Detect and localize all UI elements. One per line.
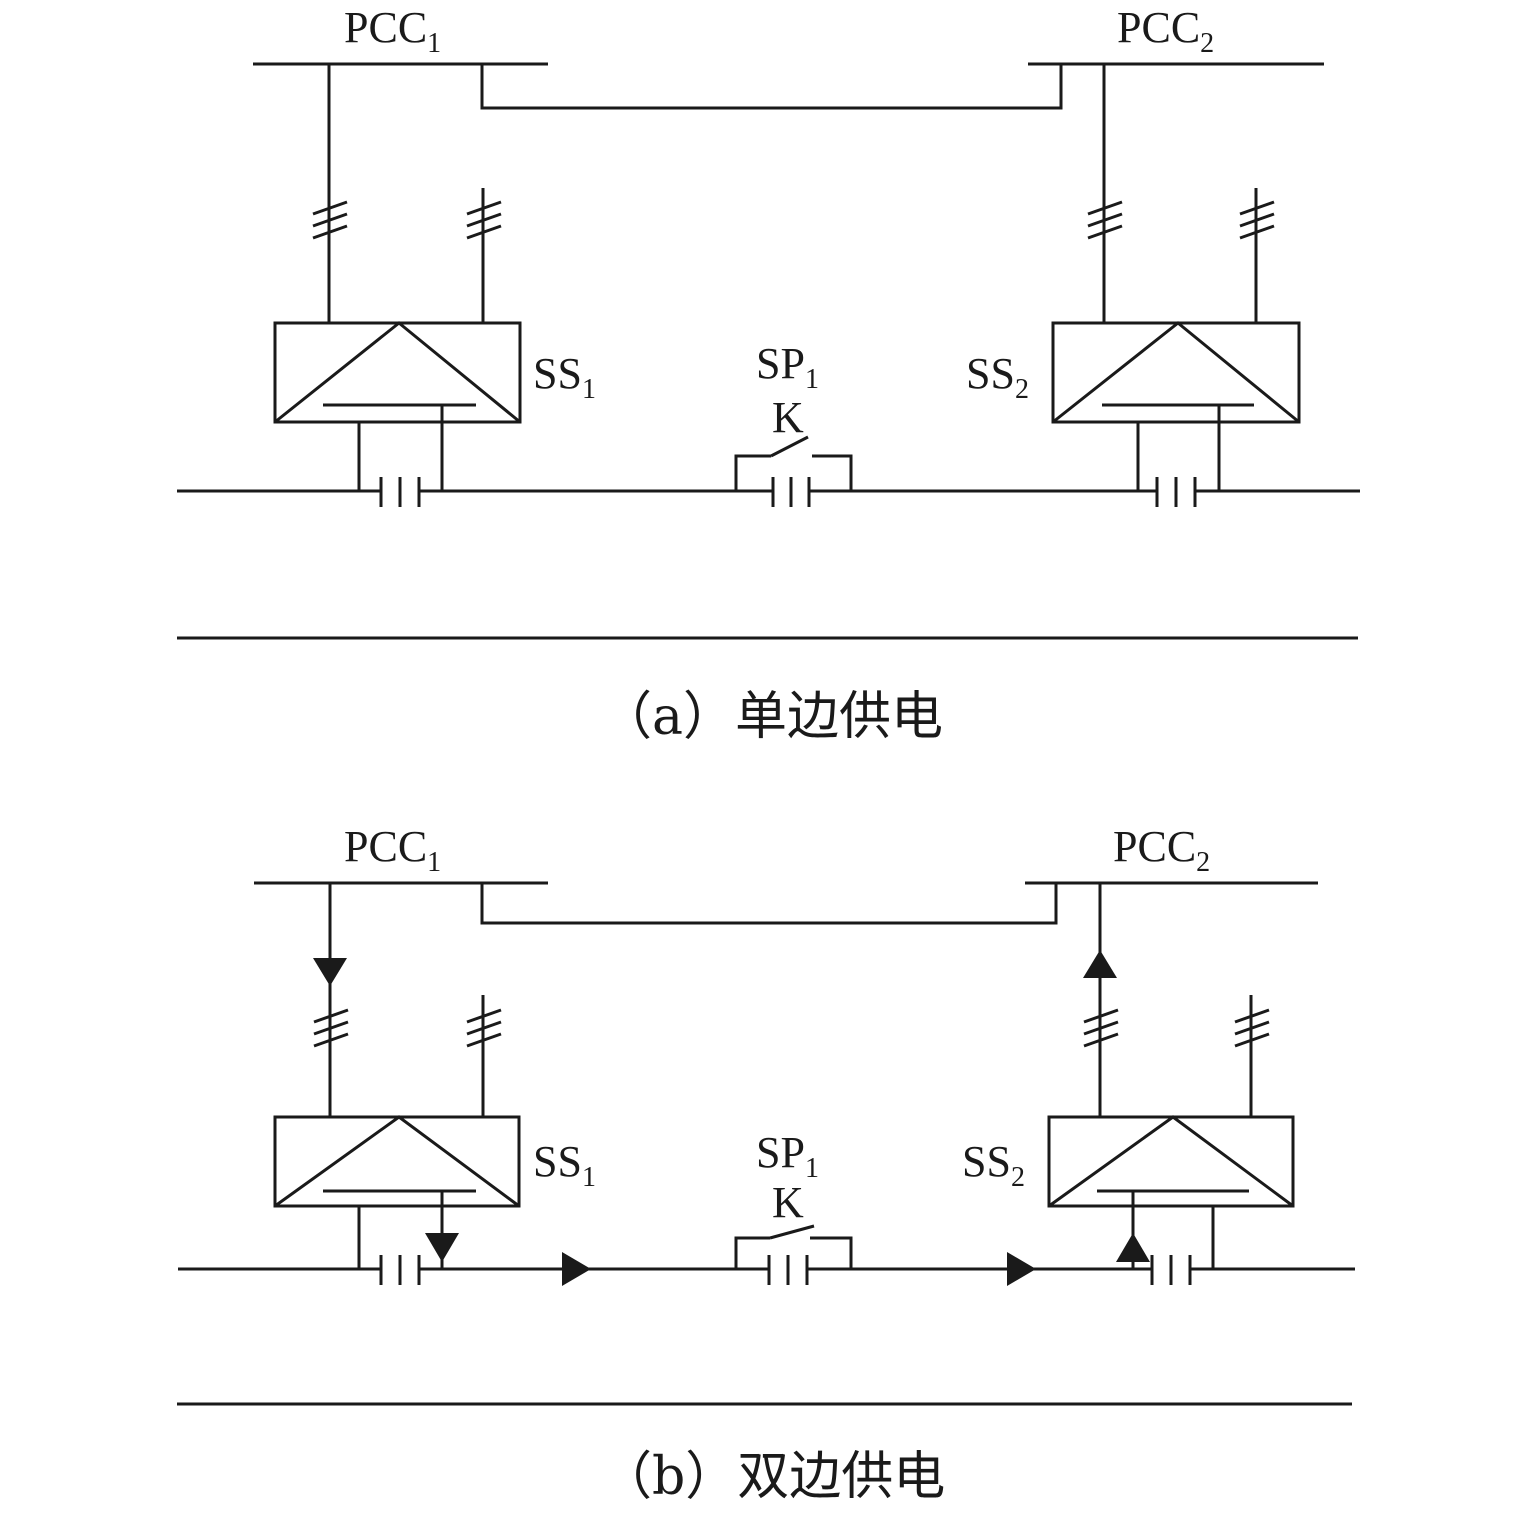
- caption-b: （b）双边供电: [600, 1447, 945, 1507]
- section-insulator-icon: [767, 1255, 809, 1285]
- ss2-transformer-icon: [1051, 321, 1301, 491]
- flow-arrow-up-icon: [1116, 1233, 1150, 1262]
- section-insulator-icon: [1155, 477, 1197, 507]
- three-phase-icon: [1087, 200, 1123, 240]
- pcc1-label: PCC1: [344, 3, 441, 59]
- section-insulator-icon: [1150, 1255, 1192, 1285]
- three-phase-icon: [1239, 200, 1275, 240]
- pcc2-label: PCC2: [1117, 3, 1214, 59]
- switch-k-icon: [734, 1224, 853, 1269]
- panel-b: PCC1 PCC2 SS1 SS2 SP1 K （b）双边供电: [177, 822, 1355, 1507]
- ss2-transformer-icon: [1047, 1115, 1295, 1269]
- three-phase-icon: [1234, 1008, 1270, 1048]
- flow-arrow-right-icon: [562, 1252, 591, 1286]
- three-phase-icon: [1083, 1008, 1119, 1048]
- switch-k-label: K: [772, 393, 804, 442]
- flow-arrow-up-icon: [1083, 950, 1117, 978]
- ss2-label: SS2: [966, 349, 1029, 405]
- sp1-label: SP1: [756, 1128, 819, 1184]
- panel-a: PCC1 PCC2 SS1 SS2 SP1 K （a）单边供电: [177, 3, 1360, 747]
- three-phase-icon: [466, 200, 502, 240]
- ss1-transformer-icon: [273, 321, 522, 491]
- flow-arrow-right-icon: [1007, 1252, 1036, 1286]
- ss1-transformer-icon: [273, 1115, 521, 1269]
- flow-arrow-down-icon: [425, 1233, 459, 1262]
- flow-arrow-down-icon: [313, 958, 347, 986]
- pcc-tie-line: [480, 883, 1058, 925]
- section-insulator-icon: [771, 477, 811, 507]
- pcc-tie-line: [480, 64, 1063, 110]
- pcc2-label: PCC2: [1113, 822, 1210, 878]
- ss1-label: SS1: [533, 349, 596, 405]
- switch-k-icon: [734, 435, 853, 491]
- ss2-label: SS2: [962, 1137, 1025, 1193]
- three-phase-icon: [313, 1008, 349, 1048]
- ss1-label: SS1: [533, 1137, 596, 1193]
- pcc1-label: PCC1: [344, 822, 441, 878]
- three-phase-icon: [312, 200, 348, 240]
- caption-a: （a）单边供电: [600, 687, 943, 747]
- sp1-label: SP1: [756, 339, 819, 395]
- section-insulator-icon: [379, 1255, 421, 1285]
- three-phase-icon: [466, 1008, 502, 1048]
- switch-k-label: K: [772, 1178, 804, 1227]
- section-insulator-icon: [379, 477, 421, 507]
